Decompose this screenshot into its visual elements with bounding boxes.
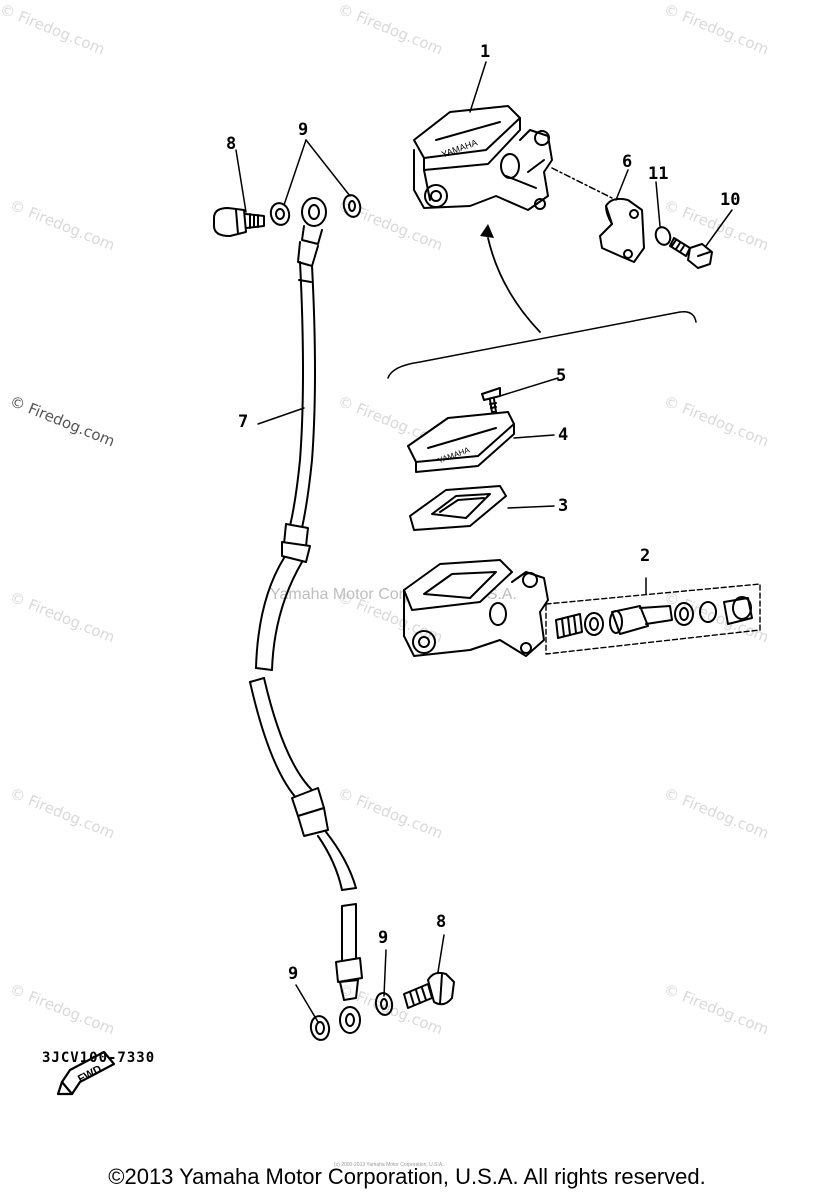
small-copyright-note: (c) 2000-2013 Yamaha Motor Corporation, …	[334, 1162, 444, 1168]
arrow-head	[480, 224, 494, 238]
brake-hose-part-7	[249, 197, 363, 1034]
clamp-part-6	[599, 197, 645, 263]
cylinder-body	[403, 559, 549, 657]
callout-6: 6	[622, 152, 633, 172]
screw-part-5	[481, 387, 501, 413]
kit-dashed-box	[545, 583, 761, 655]
crush-washer-part-9-bottom	[309, 992, 394, 1041]
diagram-part-code: 3JCV100-7330	[42, 1050, 156, 1066]
callout-3: 3	[558, 496, 569, 516]
washer-part-11	[654, 226, 672, 246]
assembly-arrow	[487, 237, 541, 333]
piston-kit-part-2	[555, 596, 753, 639]
callout-8-top: 8	[226, 134, 237, 154]
callout-1: 1	[480, 42, 491, 62]
callout-8-bottom: 8	[436, 912, 447, 932]
callout-11: 11	[648, 164, 669, 184]
union-bolt-part-8-top	[213, 207, 265, 237]
exploded-bracket	[387, 310, 697, 379]
callout-10: 10	[720, 190, 741, 210]
callout-leaders	[235, 61, 733, 1023]
callout-4: 4	[558, 425, 569, 445]
callout-9-bottom-right: 9	[378, 928, 389, 948]
callout-2: 2	[640, 546, 651, 566]
callout-9-bottom-left: 9	[288, 964, 299, 984]
callout-9-top: 9	[298, 120, 309, 140]
assembly-axis-line	[551, 167, 613, 199]
master-cylinder-assembly-part-1: YAMAHA	[413, 105, 553, 211]
callout-5: 5	[556, 366, 567, 386]
copyright-notice: ©2013 Yamaha Motor Corporation, U.S.A. A…	[108, 1164, 706, 1189]
forward-arrow-emblem: FWD	[56, 1050, 116, 1096]
callout-7: 7	[238, 412, 249, 432]
reservoir-cap-part-4: YAMAHA	[407, 411, 515, 473]
union-bolt-part-8-bottom	[403, 971, 455, 1009]
diaphragm-part-3	[409, 485, 507, 531]
bolt-part-10	[669, 237, 713, 269]
crush-washer-part-9-top	[269, 194, 362, 226]
